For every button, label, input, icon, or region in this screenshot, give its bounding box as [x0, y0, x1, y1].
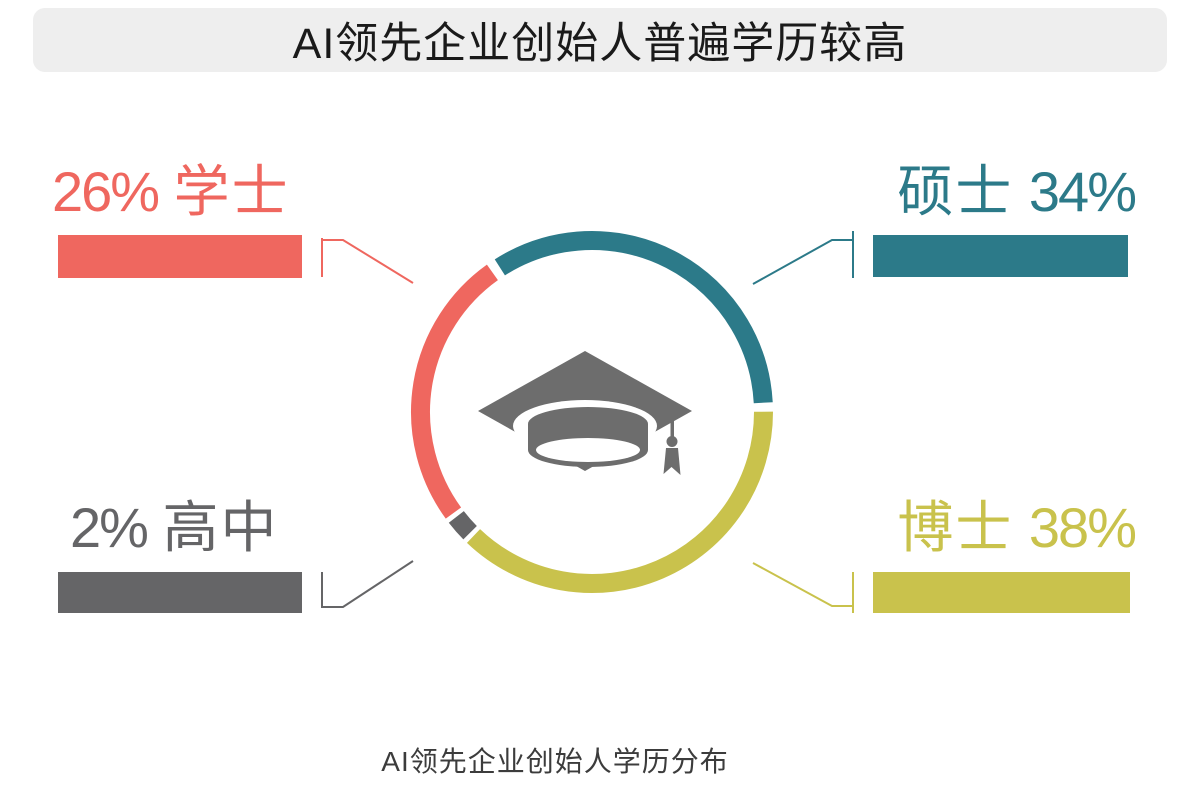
callout-line-master-diag — [752, 239, 853, 285]
tassel-cord — [670, 412, 674, 438]
donut-segment-master — [494, 231, 773, 404]
stat-master-value: 34% — [1028, 160, 1137, 223]
stat-bachelor-value: 26% — [52, 160, 160, 223]
stat-bachelor-word: 学士 — [173, 160, 290, 223]
callout-line-phd-diag — [752, 562, 853, 607]
tassel-ribbon — [663, 448, 681, 475]
stat-highschool-label: 2% 高中 — [70, 495, 279, 561]
callout-line-bachelor-diag — [322, 239, 414, 284]
stat-master-bar — [873, 235, 1128, 277]
donut-segment-phd — [466, 411, 774, 593]
stat-bachelor-label: 26% 学士 — [52, 159, 290, 225]
donut-segment-highschool — [448, 510, 477, 540]
chart-caption: AI领先企业创始人学历分布 — [381, 746, 729, 777]
stat-bachelor-bar — [58, 235, 302, 278]
graduation-cap-icon — [478, 351, 692, 475]
stat-highschool: 2% 高中 — [58, 495, 302, 613]
stat-phd-word: 博士 — [897, 496, 1014, 559]
stat-phd-label: 博士 38% — [740, 495, 1137, 561]
donut-segment-bachelor — [411, 264, 498, 519]
stat-bachelor: 26% 学士 — [52, 159, 302, 278]
stat-phd-value: 38% — [1028, 496, 1137, 559]
donut-segments — [411, 231, 774, 593]
stat-highschool-word: 高中 — [162, 496, 279, 559]
title-banner: AI领先企业创始人普遍学历较高 — [33, 8, 1167, 72]
page-title: AI领先企业创始人普遍学历较高 — [292, 20, 908, 68]
callout-line-highschool-diag — [322, 560, 414, 608]
stat-master: 硕士 34% — [740, 159, 1137, 277]
callout-lines — [321, 231, 854, 613]
stat-master-label: 硕士 34% — [740, 159, 1137, 225]
stat-phd: 博士 38% — [740, 495, 1137, 613]
stat-highschool-bar — [58, 572, 302, 613]
stat-master-word: 硕士 — [897, 160, 1014, 223]
tassel-bead — [666, 436, 678, 447]
stat-highschool-value: 2% — [70, 496, 149, 559]
stat-phd-bar — [873, 572, 1130, 613]
